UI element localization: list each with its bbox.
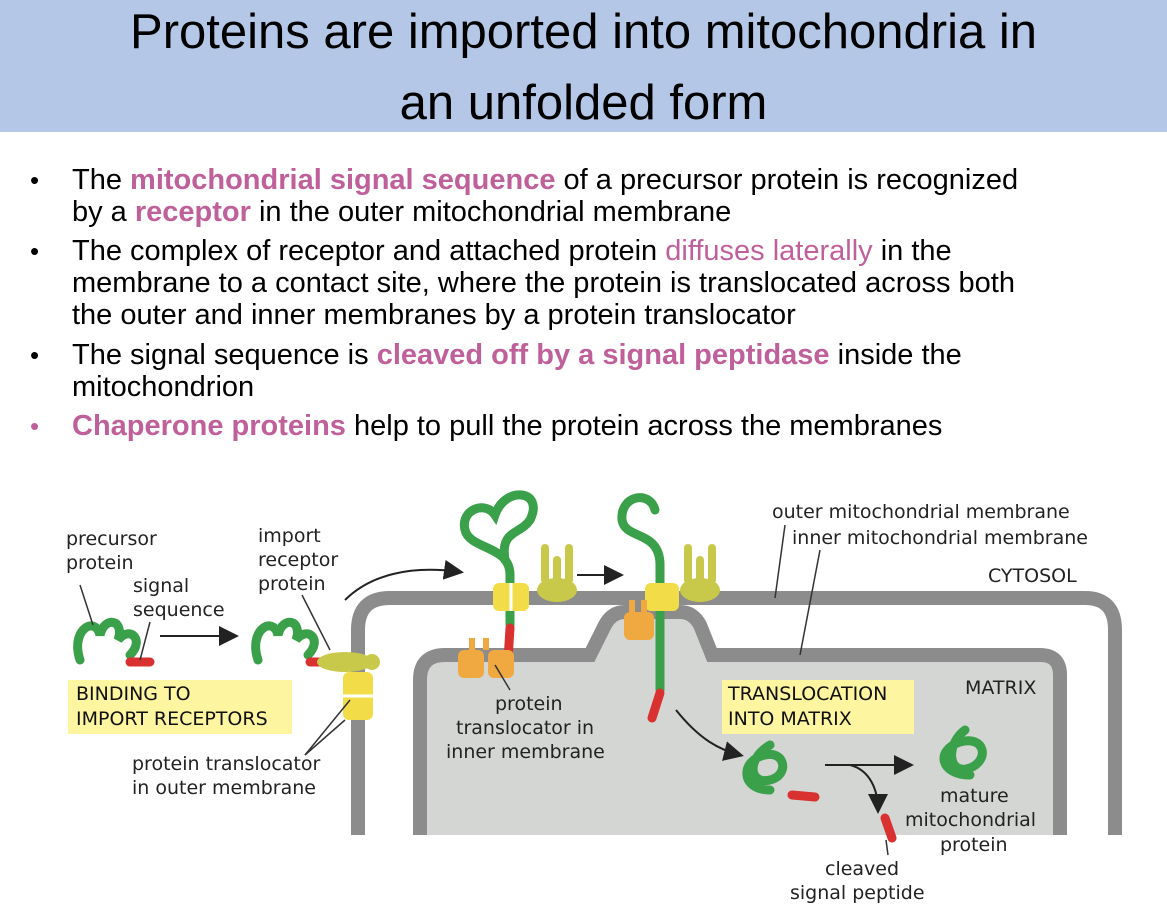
highlight-text: cleaved off by a signal peptidase [376,339,830,371]
curved-arrow [344,559,464,601]
label-translocator-inner: translocator in [456,717,594,739]
binding-label-box [68,680,292,734]
outer-translocator [645,583,679,611]
signal-sequence-segment [647,688,665,723]
receptor-arms [541,544,573,594]
bullet-marker: • [30,340,40,370]
title-bar: Proteins are imported into mitochondria … [0,0,1167,132]
label-translocation: TRANSLOCATION [727,683,887,705]
precursor-protein-coil [73,618,141,665]
label-outer-membrane: outer mitochondrial membrane [772,501,1070,523]
slide-title-line-2: an unfolded form [399,76,768,130]
label-translocator-inner: inner membrane [446,741,605,763]
bullet-text: by a [72,196,135,228]
label-cleaved-peptide: cleaved [825,858,899,880]
label-signal-sequence: sequence [133,599,225,621]
arrow-to-matrix [675,709,744,761]
label-binding: BINDING TO [76,683,191,705]
label-translocator-inner: protein [495,693,563,715]
folding-protein [742,740,788,795]
import-receptor [317,652,373,672]
bullet-marker: • [30,236,40,266]
bullet-item-4: • Chaperone proteins help to pull the pr… [30,410,1152,442]
bullet-marker: • [30,165,40,195]
inner-translocator-open [624,612,654,640]
outer-membrane [351,591,1122,835]
translocating-protein-2 [617,493,665,695]
inner-membrane [413,605,1067,835]
mature-protein [939,725,987,780]
label-mature-protein: mature [940,785,1009,807]
bullet-text: help to pull the protein across the memb… [345,410,943,442]
import-receptor-head [364,654,380,670]
label-binding: IMPORT RECEPTORS [76,708,268,730]
label-translocator-outer: protein translocator [132,753,320,775]
highlight-text: diffuses laterally [665,235,873,267]
bullet-text: of a precursor protein is recognized [555,164,1019,196]
bullet-text: in the outer mitochondrial membrane [250,196,732,228]
bullet-text: The signal sequence is [72,339,377,371]
label-cleaved-peptide: signal peptide [790,882,925,904]
bullet-text: membrane to a contact site, where the pr… [72,267,1015,299]
highlight-text: mitochondrial signal sequence [130,164,556,196]
bullet-item-2: • The complex of receptor and attached p… [30,235,1152,331]
highlight-text: receptor [134,196,251,228]
label-import-receptor: receptor [258,549,338,571]
label-cytosol: CYTOSOL [988,565,1077,587]
slide-title-line-1: Proteins are imported into mitochondria … [130,5,1037,59]
cleaved-signal-peptide [880,813,897,843]
receptor-arms [684,544,716,594]
bullet-text: The [72,164,131,196]
translocation-label-box [722,680,914,734]
label-precursor: precursor [66,528,157,550]
label-mature-protein: protein [940,834,1008,856]
bullet-text: The complex of receptor and attached pro… [72,235,666,267]
inner-translocator-closed [458,650,484,678]
label-inner-membrane: inner mitochondrial membrane [792,527,1088,549]
label-precursor: protein [66,552,134,574]
highlight-text: Chaperone proteins [72,410,346,442]
arrow-to-cleaved [849,764,888,814]
label-translocator-outer: in outer membrane [132,777,316,799]
bullet-marker: • [30,411,40,441]
bullet-text: in the [872,235,952,267]
bound-precursor-coil [251,618,319,665]
bullet-item-1: • The mitochondrial signal sequence of a… [30,164,1152,228]
label-translocation: INTO MATRIX [728,708,852,730]
bullet-text: mitochondrion [72,371,255,403]
label-signal-sequence: signal [133,575,189,597]
translocating-protein-1 [459,490,538,630]
bullet-text: inside the [829,339,962,371]
label-matrix: MATRIX [965,677,1036,699]
label-mature-protein: mitochondrial [905,809,1036,831]
bullet-item-3: • The signal sequence is cleaved off by … [30,339,1152,403]
signal-sequence-segment [787,790,820,802]
bullet-text: the outer and inner membranes by a prote… [72,299,796,331]
label-import-receptor: protein [258,573,326,595]
label-import-receptor: import [258,525,321,547]
